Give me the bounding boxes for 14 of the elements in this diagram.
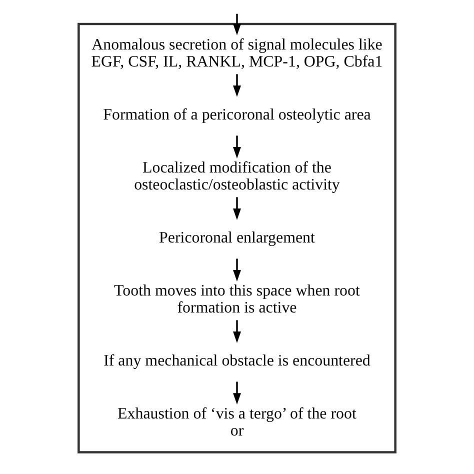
- arrow: [233, 197, 241, 220]
- arrow: [233, 382, 241, 404]
- arrow: [233, 136, 241, 158]
- node-text: Formation of a pericoronal osteolytic area: [103, 106, 371, 124]
- node-text: Localized modification of the osteoclastic/osteoblastic activity: [134, 159, 340, 194]
- arrow: [233, 320, 241, 343]
- arrow: [233, 258, 241, 282]
- node-text: Tooth moves into this space when root formation is active: [114, 282, 360, 316]
- node-text: Exhaustion of ‘vis a tergo’ of the root or: [118, 405, 356, 440]
- arrow: [233, 74, 241, 97]
- node-text: If any mechanical obstacle is encountered: [104, 352, 370, 370]
- node-text: Anomalous secretion of signal molecules like EGF, CSF, IL, RANKL, MCP-1, OPG, Cbfa1: [91, 36, 383, 70]
- node-text: Pericoronal enlargement: [159, 229, 315, 246]
- arrow: [233, 14, 241, 36]
